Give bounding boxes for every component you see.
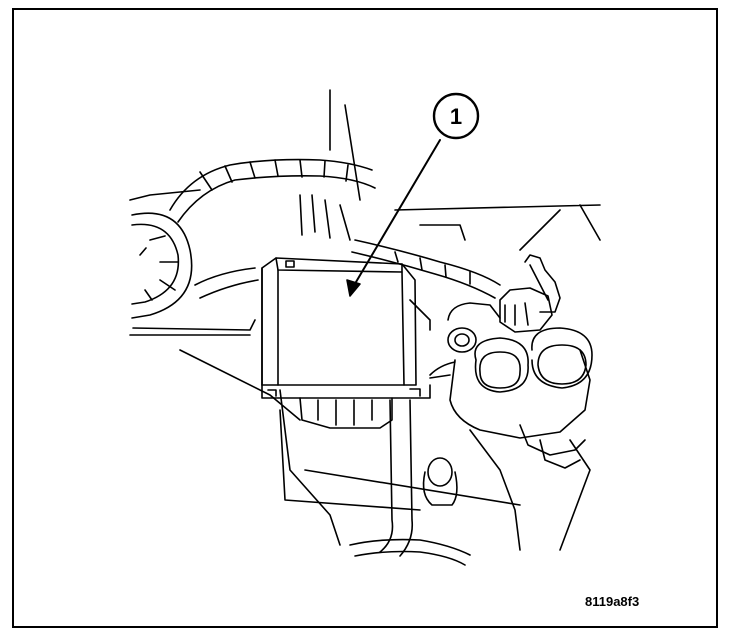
- hoses: [349, 399, 471, 566]
- gauge-cluster: [131, 212, 256, 331]
- dash-structure-lines: [129, 89, 601, 551]
- figure-id-label: 8119a8f3: [585, 594, 640, 609]
- wiring-harness: [169, 158, 501, 299]
- callout-number: 1: [450, 104, 462, 129]
- callout-leader: [346, 139, 441, 297]
- control-module: [261, 257, 451, 429]
- heater-valve-assembly: [429, 254, 593, 469]
- callout-1: 1: [432, 92, 480, 140]
- figure-frame: [12, 8, 718, 628]
